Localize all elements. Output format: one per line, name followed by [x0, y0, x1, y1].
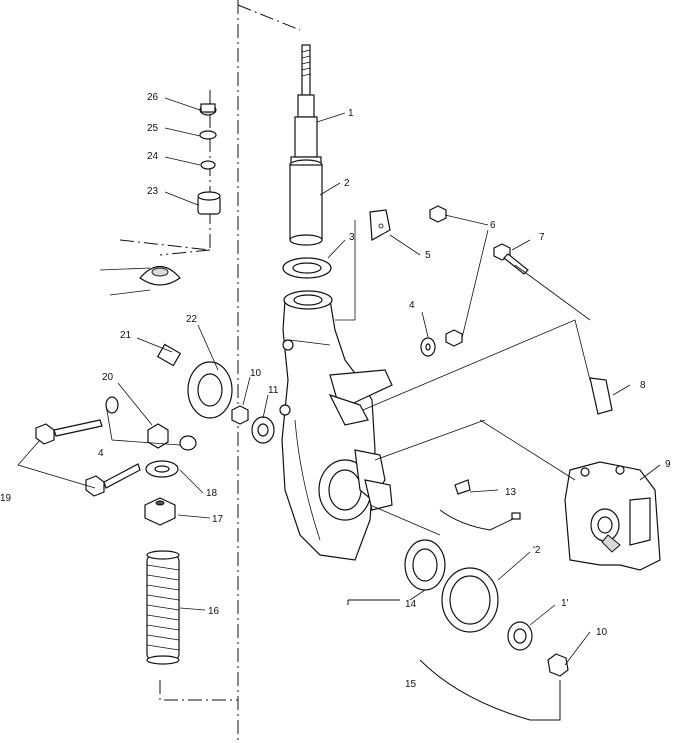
callout-22: 22 [186, 314, 198, 325]
washer-4-left [105, 396, 119, 414]
callout-20: 20 [102, 372, 114, 383]
callout-24: 24 [147, 151, 159, 162]
assembly-axis-lines [119, 0, 301, 743]
washer-18 [145, 460, 179, 478]
bolt-19a [35, 419, 103, 445]
callout-11-right: 1' [561, 598, 569, 609]
nut-6b [445, 329, 463, 347]
callout-25: 25 [147, 123, 159, 134]
callout-17: 17 [212, 514, 224, 525]
callout-12: '2 [533, 545, 541, 556]
callout-21: 21 [120, 330, 132, 341]
bushing-21 [156, 343, 182, 367]
bolt-7 [493, 243, 529, 275]
bearing-12 [441, 567, 499, 633]
callout-11-left: 11 [268, 385, 279, 396]
callout-15: 15 [405, 679, 417, 690]
brake-caliper [564, 461, 661, 571]
strut-washer [282, 257, 332, 279]
callout-10-left: 10 [250, 368, 262, 379]
seal-22 [187, 361, 233, 419]
bracket-plate [369, 209, 391, 241]
top-fastener-stack [197, 103, 221, 215]
callout-6: 6 [490, 220, 496, 231]
callout-19: 19 [0, 493, 12, 504]
spring-16 [146, 550, 180, 665]
callout-2: 2 [344, 178, 350, 189]
nut-20 [147, 423, 169, 449]
wedge-block-8 [589, 377, 613, 415]
bolt-19b [85, 463, 141, 497]
callout-10-right: 10 [596, 627, 608, 638]
nut-10-right [547, 653, 569, 677]
nut-10-left [231, 405, 249, 425]
callout-23: 23 [147, 186, 159, 197]
callout-5: 5 [425, 250, 431, 261]
upper-mount-cup [99, 265, 181, 296]
callout-9: 9 [665, 459, 671, 470]
callout-7: 7 [539, 232, 545, 243]
callout-labels: 1 2 3 4 4 5 6 7 8 9 10 10 11 1' '2 13 14… [0, 92, 671, 690]
callout-14: 14 [405, 599, 417, 610]
strut-shaft [290, 44, 322, 164]
callout-1: 1 [348, 108, 354, 119]
callout-16: 16 [208, 606, 220, 617]
steering-knuckle [279, 290, 393, 561]
callout-18: 18 [206, 488, 218, 499]
nut-6a [429, 205, 447, 223]
washer-11-right [507, 621, 533, 651]
callout-4-right: 4 [409, 300, 415, 311]
callout-26: 26 [147, 92, 159, 103]
nut-17 [144, 497, 176, 526]
washer-11-left [251, 416, 275, 444]
callout-3: 3 [349, 232, 355, 243]
strut-sleeve [289, 159, 323, 246]
washer-4-lower [179, 435, 197, 451]
callout-13: 13 [505, 487, 517, 498]
sensor-13 [439, 479, 521, 531]
leader-lines [17, 97, 661, 721]
callout-8: 8 [640, 380, 646, 391]
callout-4-left: 4 [98, 448, 104, 459]
seal-14 [404, 539, 446, 591]
washer-4-right [420, 337, 436, 357]
